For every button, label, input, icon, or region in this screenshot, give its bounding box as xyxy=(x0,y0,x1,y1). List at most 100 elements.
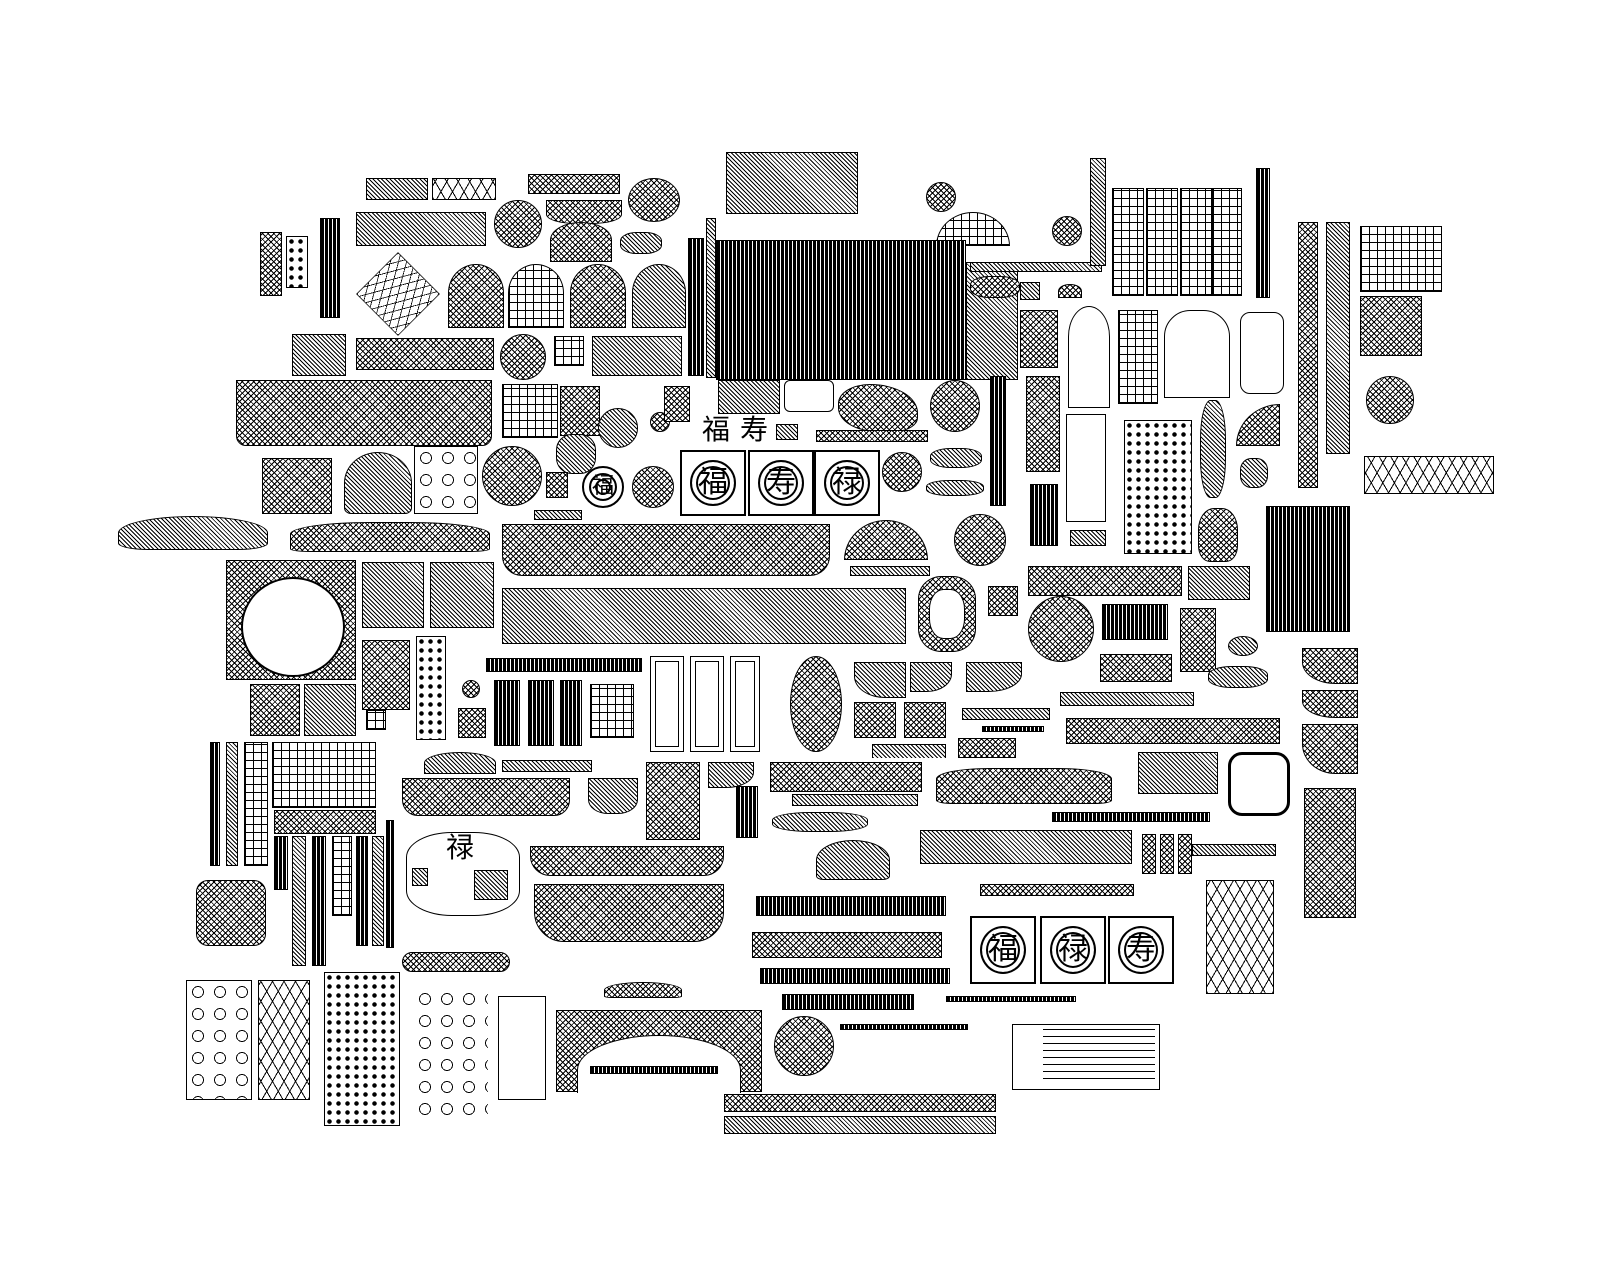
lattice-post xyxy=(386,820,394,948)
rounded-square-frame xyxy=(1228,752,1290,816)
diamond-ornament xyxy=(1228,636,1258,656)
floral-strip-panel xyxy=(416,636,446,740)
shou-square-ring: 寿 xyxy=(1118,926,1164,974)
arched-window xyxy=(508,264,564,328)
octagonal-window xyxy=(356,252,440,336)
shou-square-medallion: 寿 xyxy=(1108,916,1174,984)
lattice-post xyxy=(274,836,288,890)
fret-border-strip xyxy=(528,174,620,194)
lattice-post xyxy=(372,836,384,946)
dark-slat-panel xyxy=(736,786,758,838)
scroll-border xyxy=(816,430,928,442)
arched-window xyxy=(448,264,504,328)
shaped-mirror-frame xyxy=(918,576,976,652)
lattice-screen-wide xyxy=(920,830,1132,864)
bracket-pair xyxy=(792,794,918,806)
lattice-post xyxy=(332,836,352,916)
lattice-post xyxy=(312,836,326,966)
arched-window xyxy=(570,264,626,328)
small-bracket-strip xyxy=(534,510,582,520)
corner-bracket xyxy=(904,702,946,738)
round-medallion xyxy=(494,200,542,248)
knot-column xyxy=(1160,834,1174,874)
round-window xyxy=(926,182,956,212)
corner-bracket xyxy=(546,200,622,224)
scroll-band xyxy=(962,708,1050,720)
small-lattice-grid xyxy=(590,684,634,738)
shou-character: 寿 xyxy=(1126,932,1156,967)
fu-roundel-ring: 福 xyxy=(589,473,617,501)
lattice-door-panel xyxy=(1212,188,1242,296)
lattice-window xyxy=(502,384,558,438)
crest-ornament xyxy=(604,982,682,998)
small-lattice-panel xyxy=(366,710,386,730)
scroll-panel xyxy=(1020,310,1058,368)
round-fret-medallion xyxy=(774,1016,834,1076)
moon-gate xyxy=(226,560,356,680)
shou-medallion-panel: 寿 xyxy=(748,450,814,516)
lattice-post xyxy=(356,836,368,946)
carved-pilaster xyxy=(1026,376,1060,472)
square-carved-panel xyxy=(250,684,300,736)
fret-column xyxy=(1256,168,1270,298)
oval-floral-plaque xyxy=(790,656,842,752)
scroll-strip xyxy=(1192,844,1276,856)
square-fret-medallion xyxy=(1360,296,1422,356)
scroll-border-band xyxy=(724,1116,996,1134)
lu-square-ring: 禄 xyxy=(1050,926,1096,974)
square-lattice xyxy=(554,336,584,366)
peony-painting xyxy=(430,562,494,628)
rosette-medallion xyxy=(1052,216,1082,246)
long-dark-bar xyxy=(590,1066,718,1074)
large-arch-valance xyxy=(556,1010,762,1093)
vertical-lattice-bar xyxy=(320,218,340,318)
small-square-window xyxy=(458,708,486,738)
dark-frieze xyxy=(486,658,642,672)
bamboo-carved-panel xyxy=(1266,506,1350,632)
scroll-border-band xyxy=(724,1094,996,1112)
swirl-tile-panel xyxy=(186,980,252,1100)
vertical-carved-panel xyxy=(528,680,554,746)
text-notes-lines xyxy=(1043,1029,1155,1085)
lu-medallion-ring: 禄 xyxy=(824,460,870,506)
lu-character: 禄 xyxy=(1058,932,1088,967)
geometric-lattice-window xyxy=(272,742,376,808)
lu-character: 禄 xyxy=(832,465,862,500)
text-notes-block xyxy=(1012,1024,1160,1090)
fu-shou-mini-panel xyxy=(718,380,780,414)
triangular-crest xyxy=(1058,284,1082,298)
lattice-post xyxy=(292,836,306,966)
door-panel xyxy=(690,656,724,752)
tall-floral-panel xyxy=(1124,420,1192,554)
lu-medallion-panel: 禄 xyxy=(814,450,880,516)
lattice-door-panel xyxy=(1112,188,1144,296)
carved-upright-panel xyxy=(1180,608,1216,672)
rounded-square-medallion xyxy=(196,880,266,946)
calligraphy-shou: 寿 xyxy=(740,413,769,446)
carved-round-seal xyxy=(598,408,638,448)
vertical-carved-panel xyxy=(494,680,520,746)
carved-valance xyxy=(356,212,486,246)
carved-beam-dark xyxy=(782,994,914,1010)
corner-bracket xyxy=(910,662,952,692)
scroll-cloud-ornament xyxy=(1020,282,1040,300)
fret-door xyxy=(1118,310,1158,404)
arched-valance xyxy=(534,884,724,942)
shou-medallion-ring: 寿 xyxy=(758,460,804,506)
knot-column xyxy=(1142,834,1156,874)
carved-valance xyxy=(530,846,724,876)
carved-beam-set xyxy=(770,762,922,792)
small-round-window xyxy=(462,680,480,698)
fu-medallion-panel: 福 xyxy=(680,450,746,516)
valance-wide xyxy=(356,338,494,370)
leafy-scroll-band xyxy=(772,812,868,832)
scroll-bracket xyxy=(502,760,592,772)
calligraphy-lu: 禄 xyxy=(446,831,475,864)
lattice-balustrade xyxy=(1364,456,1494,494)
fu-character: 福 xyxy=(591,474,614,499)
long-dark-bar xyxy=(1052,812,1210,822)
carved-beam xyxy=(752,932,942,958)
thin-dark-bar xyxy=(840,1024,968,1030)
corner-bracket xyxy=(966,662,1022,692)
